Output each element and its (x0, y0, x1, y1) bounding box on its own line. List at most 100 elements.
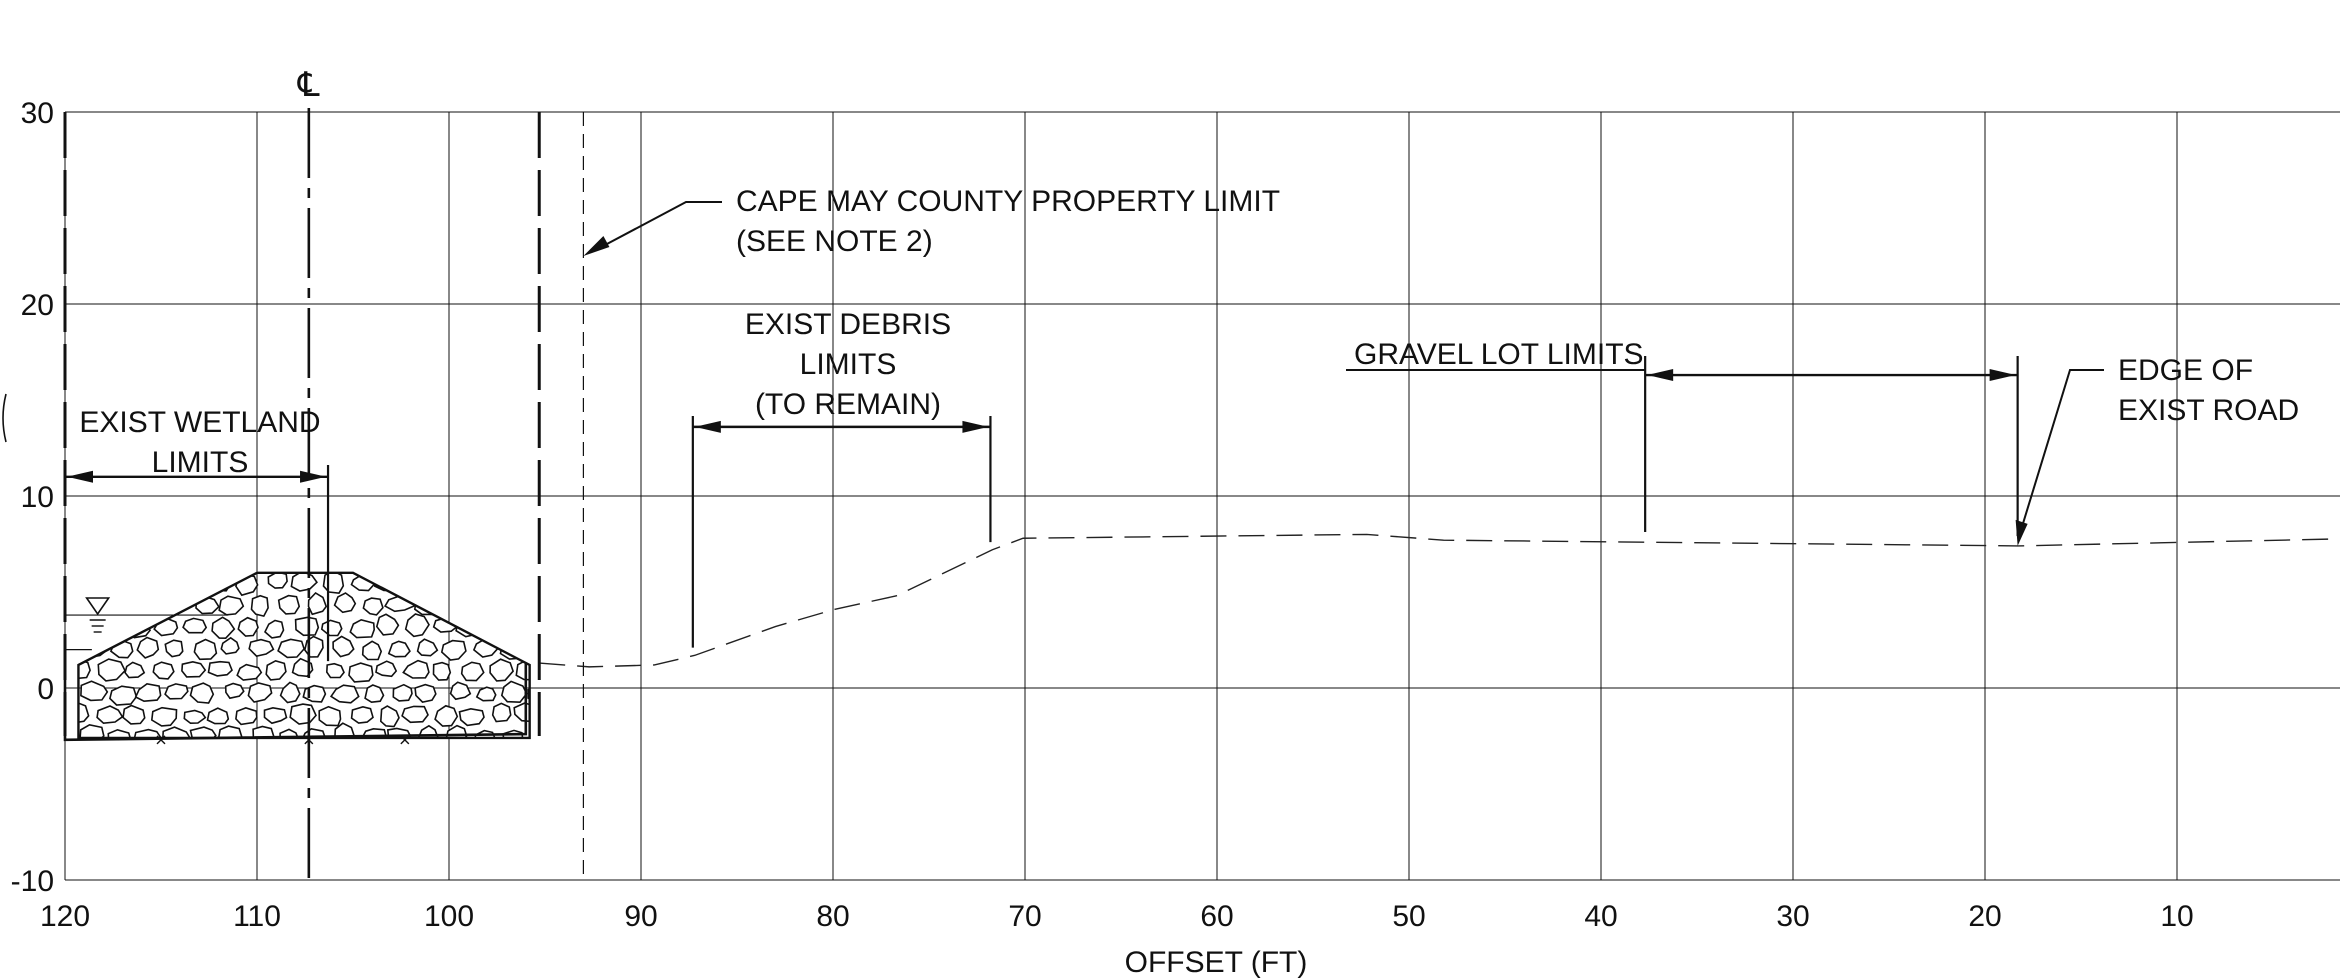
riprap-stone (349, 618, 376, 639)
gravel-lot-limits-note: GRAVEL LOT LIMITS (1354, 338, 1644, 371)
riprap-stone (290, 572, 318, 592)
riprap-stone (329, 684, 360, 704)
riprap-stone (375, 613, 400, 636)
annotation-line: LIMITS (800, 348, 897, 381)
riprap-stone (264, 619, 285, 639)
riprap-stone (456, 574, 486, 598)
y-tick-label: 30 (21, 97, 54, 130)
annotation-line: CAPE MAY COUNTY PROPERTY LIMIT (736, 185, 1280, 218)
water-surface-icon (65, 597, 229, 651)
edge-of-road-leader (2020, 369, 2104, 529)
riprap-stone (99, 617, 121, 637)
riprap-stone (325, 662, 345, 679)
riprap-stone (134, 593, 157, 617)
riprap-stone (236, 663, 263, 681)
riprap-stone (387, 640, 411, 658)
annotations: CAPE MAY COUNTY PROPERTY LIMIT (SEE NOTE … (2, 185, 2299, 662)
x-tick-label: 90 (624, 900, 657, 933)
riprap-stone (122, 704, 146, 725)
centerline: ℄ (297, 66, 320, 888)
riprap-stone (302, 684, 327, 703)
riprap-stone (80, 680, 109, 702)
existing-ground-line (539, 533, 2340, 668)
riprap-stone (489, 658, 515, 682)
riprap-stones (78, 572, 556, 738)
y-tick-label: 10 (21, 481, 54, 514)
edge-of-road-arrowhead (2015, 519, 2028, 546)
riprap-stone (440, 639, 467, 661)
riprap-stone (379, 705, 400, 728)
annotation-line: EXIST WETLAND (79, 406, 320, 439)
riprap-stone (220, 636, 240, 655)
riprap-stone (277, 638, 306, 659)
limit-lines (63, 112, 585, 880)
riprap-stone (78, 620, 91, 638)
riprap-stone (348, 662, 374, 683)
riprap-stone (458, 707, 485, 727)
riprap-stone (96, 705, 124, 725)
y-tick-label: 20 (21, 289, 54, 322)
riprap-stone (467, 593, 496, 616)
y-tick-label: -10 (11, 865, 54, 898)
x-tick-label: 20 (1968, 900, 2001, 933)
riprap-stone (265, 659, 287, 681)
riprap-stone (109, 590, 130, 613)
riprap-stone (235, 707, 258, 726)
riprap-stone (350, 705, 374, 724)
riprap-stone (294, 616, 320, 637)
riprap-stone (503, 593, 524, 618)
riprap-stone (515, 658, 530, 681)
riprap-stone (123, 574, 147, 595)
riprap-stone (527, 685, 530, 703)
gravel-arrowhead-left (1647, 369, 1674, 382)
riprap-stone (136, 636, 160, 659)
riprap-stone (224, 682, 245, 700)
riprap-stone (318, 705, 342, 727)
riprap-stone (432, 661, 452, 681)
annotation-line: (TO REMAIN) (755, 388, 941, 421)
riprap-stone (416, 638, 439, 657)
annotation-line: (SEE NOTE 2) (736, 225, 933, 258)
riprap-stone (307, 591, 328, 616)
riprap-stone (532, 638, 556, 654)
property-limit-note: CAPE MAY COUNTY PROPERTY LIMIT (SEE NOTE … (736, 185, 1280, 258)
annotation-line: EXIST ROAD (2118, 394, 2299, 427)
riprap-stone (150, 706, 178, 727)
x-tick-label: 60 (1200, 900, 1233, 933)
riprap-stone (83, 592, 105, 616)
riprap-stone (252, 725, 275, 738)
riprap-stone (124, 661, 146, 679)
riprap-stone (189, 682, 215, 704)
riprap-stone (430, 572, 457, 589)
riprap-stone (161, 726, 192, 738)
riprap-stone (164, 639, 184, 658)
riprap-stone (189, 726, 217, 738)
riprap-stone (362, 597, 384, 616)
riprap-stone (78, 658, 91, 680)
riprap-stone (250, 594, 269, 618)
riprap-stone (152, 661, 175, 680)
x-tick-label: 80 (816, 900, 849, 933)
riprap-stone (267, 572, 288, 589)
riprap-stone (248, 638, 275, 657)
riprap-stone (373, 573, 399, 592)
riprap-stone (332, 635, 355, 658)
riprap-stone (491, 702, 512, 723)
wetland-arrowhead-right (300, 470, 327, 483)
clipped-y-label-fragment (2, 393, 7, 443)
riprap-stone (109, 685, 138, 706)
riprap-stone (183, 709, 207, 725)
riprap-stone (333, 592, 357, 614)
x-tick-label: 30 (1776, 900, 1809, 933)
x-axis-title: OFFSET (FT) (1125, 946, 1308, 979)
x-tick-label: 40 (1584, 900, 1617, 933)
riprap-stone (78, 572, 91, 591)
riprap-stone (320, 619, 343, 637)
riprap-stone (211, 616, 236, 640)
riprap-stone (289, 703, 317, 725)
